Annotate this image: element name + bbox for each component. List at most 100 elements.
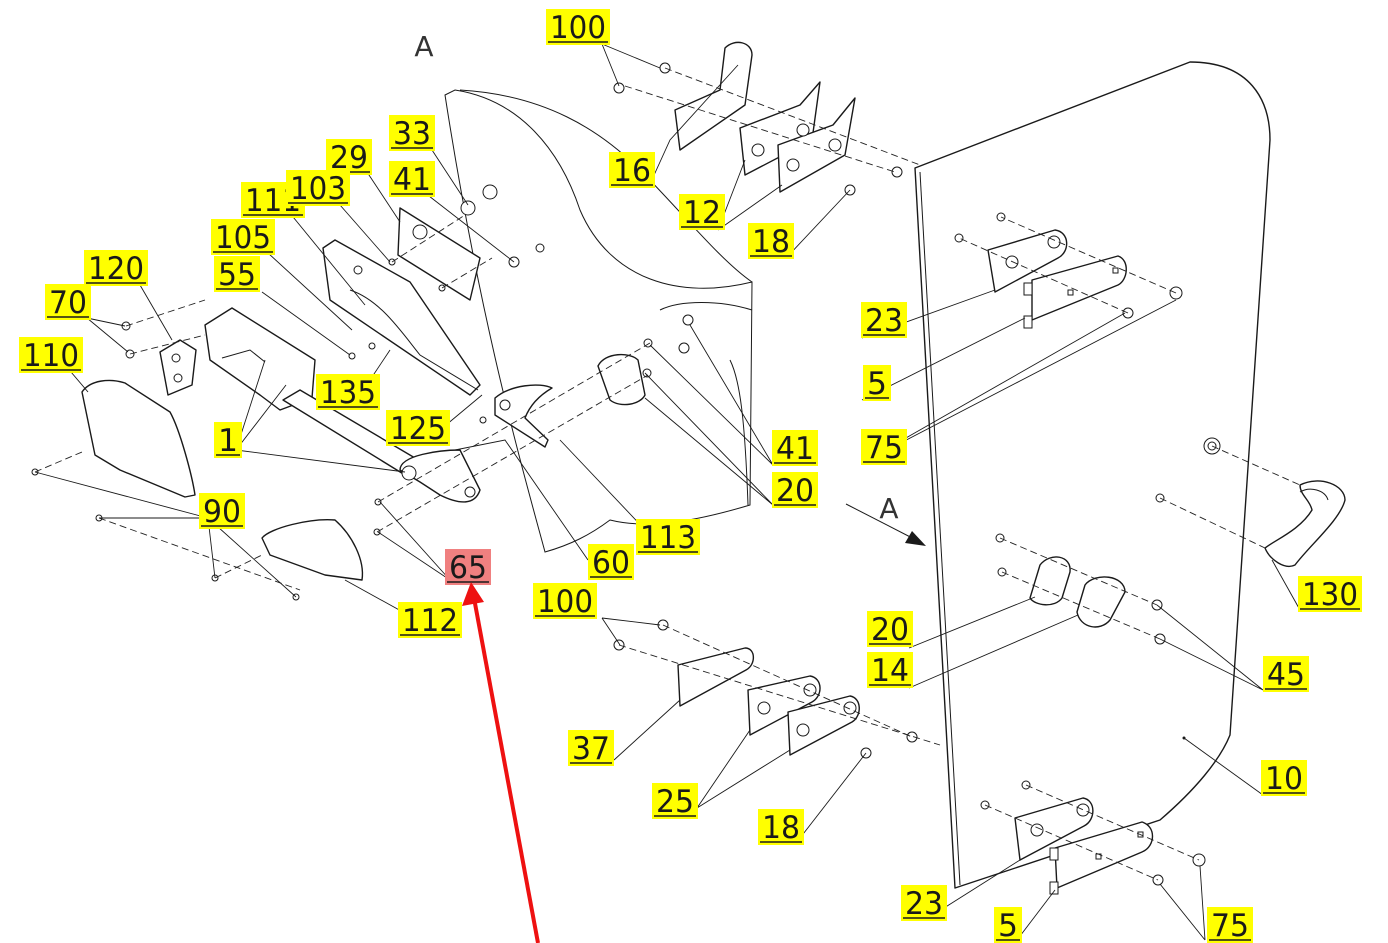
leader-lines — [34, 43, 1301, 941]
callout-bg — [286, 170, 350, 206]
callout-55: 55 — [214, 256, 260, 293]
callout-number: 113 — [640, 520, 696, 556]
door-panel — [914, 61, 1271, 889]
callout-20: 20 — [772, 472, 818, 509]
callout-number: 90 — [203, 494, 241, 530]
callout-number: 20 — [871, 612, 909, 648]
callout-37: 37 — [568, 730, 614, 767]
callout-number: 1 — [218, 423, 238, 459]
callout-103: 103 — [286, 170, 350, 207]
callout-bg — [398, 602, 462, 638]
gasket-plate — [397, 184, 545, 301]
callout-14: 14 — [867, 652, 913, 689]
callout-bg — [445, 549, 491, 585]
callout-bg — [772, 430, 818, 466]
hinge-plate-top — [987, 229, 1183, 329]
callout-number: 37 — [572, 731, 610, 767]
callout-bg — [861, 429, 907, 465]
callout-bg — [199, 493, 245, 529]
callout-100: 100 — [533, 583, 597, 620]
callout-number: 65 — [449, 550, 487, 586]
callout-112: 112 — [398, 602, 462, 639]
callout-number: 23 — [905, 886, 943, 922]
view-marker-a-arrow: A — [879, 492, 898, 525]
callout-bg — [867, 652, 913, 688]
callout-bg — [84, 250, 148, 286]
callout-bg — [1263, 656, 1309, 692]
cover-110 — [81, 379, 196, 498]
view-arrow-a — [845, 503, 926, 546]
callout-130: 130 — [1298, 576, 1362, 613]
callout-number: 20 — [776, 473, 814, 509]
highlight-arrow — [462, 582, 540, 943]
callout-bg — [19, 337, 83, 373]
callout-number: 112 — [402, 603, 458, 639]
callout-number: 5 — [998, 908, 1018, 943]
callout-60: 60 — [588, 544, 634, 581]
callout-70: 70 — [45, 284, 91, 321]
callout-23: 23 — [861, 302, 907, 339]
callout-65: 65 — [445, 549, 491, 586]
callout-5: 5 — [994, 907, 1022, 943]
pads-on-door — [1029, 556, 1166, 645]
callout-number: 18 — [762, 810, 800, 846]
callout-number: 14 — [871, 653, 909, 689]
callout-10: 10 — [1261, 760, 1307, 797]
callout-25: 25 — [652, 783, 698, 820]
callout-number: 105 — [215, 220, 271, 256]
callout-75: 75 — [1207, 907, 1253, 943]
callout-bg — [386, 410, 450, 446]
assembly-axes — [34, 67, 1301, 881]
callout-bg — [863, 365, 891, 401]
callout-number: 25 — [656, 784, 694, 820]
callout-number: 75 — [1211, 908, 1249, 943]
callout-bg — [389, 161, 435, 197]
callout-12: 12 — [679, 194, 725, 231]
callout-bg — [214, 422, 242, 458]
callout-bg — [994, 907, 1022, 943]
callout-number: 41 — [776, 431, 814, 467]
callout-number: 103 — [290, 171, 346, 207]
callout-bg — [861, 302, 907, 338]
callout-number: 16 — [613, 153, 651, 189]
callout-bg — [214, 256, 260, 292]
cover-112 — [261, 519, 364, 581]
callout-75: 75 — [861, 429, 907, 466]
callout-bg — [867, 611, 913, 647]
callout-18: 18 — [748, 223, 794, 260]
glass-panel-outline — [444, 89, 753, 553]
callout-number: 18 — [752, 224, 790, 260]
callout-bg — [758, 809, 804, 845]
callout-110: 110 — [19, 337, 83, 374]
callout-number: 12 — [683, 195, 721, 231]
callout-bg — [1207, 907, 1253, 943]
callout-bg — [316, 374, 380, 410]
pad-20-41 — [597, 302, 753, 506]
callout-105: 105 — [211, 219, 275, 256]
callout-number: 125 — [390, 411, 446, 447]
callout-16: 16 — [609, 152, 655, 189]
callout-number: 10 — [1265, 761, 1303, 797]
callout-number: 33 — [393, 116, 431, 152]
callout-bg — [389, 115, 435, 151]
callout-20: 20 — [867, 611, 913, 648]
lock-assembly — [322, 239, 553, 448]
callout-45: 45 — [1263, 656, 1309, 693]
callout-41: 41 — [389, 161, 435, 198]
callout-number: 110 — [23, 338, 79, 374]
callout-41: 41 — [772, 430, 818, 467]
callout-bg — [568, 730, 614, 766]
callout-number: 23 — [865, 303, 903, 339]
callout-number: 100 — [550, 10, 606, 46]
callout-bg — [533, 583, 597, 619]
latch-mechanism — [121, 321, 197, 396]
callout-number: 120 — [88, 251, 144, 287]
callout-bg — [772, 472, 818, 508]
callout-number: 130 — [1302, 577, 1358, 613]
upper-brackets — [613, 41, 903, 196]
callout-number: 60 — [592, 545, 630, 581]
callout-bg — [546, 9, 610, 45]
callout-number: 5 — [867, 366, 887, 402]
